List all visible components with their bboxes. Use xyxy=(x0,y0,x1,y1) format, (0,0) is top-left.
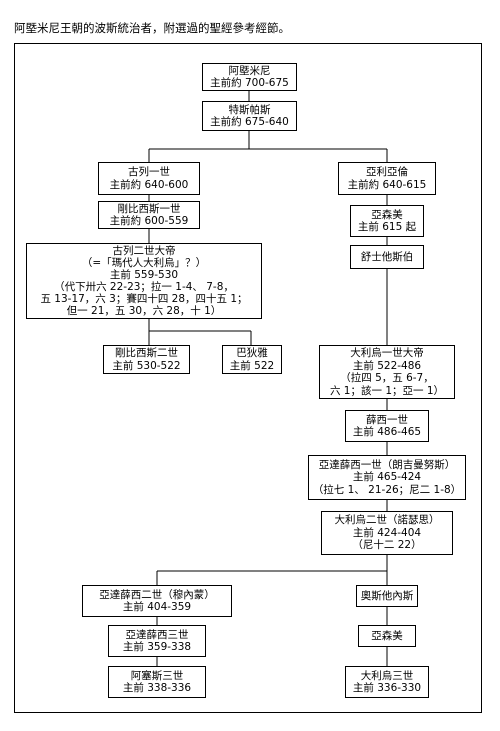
node-darius3-dates: 主前 336-330 xyxy=(352,682,422,694)
node-arses-name: 阿塞斯三世 xyxy=(130,669,184,682)
node-artaxerxes2-name: 亞達薛西二世（穆內蒙） xyxy=(99,588,215,601)
node-arses: 阿塞斯三世 主前 338-336 xyxy=(108,666,206,698)
node-arsames: 亞森美 主前 615 起 xyxy=(350,205,424,237)
node-artaxerxes1-dates: 主前 465-424 xyxy=(352,471,422,484)
node-xerxes1-name: 薛西一世 xyxy=(366,413,408,426)
node-cyrus1-dates: 主前約 640-600 xyxy=(109,178,189,191)
node-hystaspes: 舒士他斯伯 xyxy=(350,245,424,269)
node-darius2-name: 大利烏二世（諾瑟思） xyxy=(334,514,440,527)
node-bardiya: 巴狄雅 主前 522 xyxy=(222,345,282,374)
figure-caption: 阿塈米尼王朝的波斯統治者，附選過的聖經參考經節。 xyxy=(14,21,290,35)
node-darius1-dates: 主前 522-486 xyxy=(352,359,422,372)
node-cyrus1: 古列一世 主前約 640-600 xyxy=(98,162,200,195)
node-darius1-refs-2: 六 1；該一 1；亞一 1） xyxy=(329,384,445,397)
node-teispes: 特斯帕斯 主前約 675-640 xyxy=(202,101,297,131)
node-achaemenes-dates: 主前約 700-675 xyxy=(210,77,289,89)
node-ostanes-name: 奧斯他內斯 xyxy=(360,589,414,602)
node-cyrus2-alias: （=「瑪代人大利烏」？） xyxy=(81,257,207,269)
node-arsames2-name: 亞森美 xyxy=(371,629,403,642)
node-artaxerxes1-name: 亞達薛西一世（朗吉曼努斯） xyxy=(318,458,456,471)
node-ariaramnes: 亞利亞倫 主前約 640-615 xyxy=(338,162,436,195)
node-ariaramnes-name: 亞利亞倫 xyxy=(366,166,408,178)
node-cambyses1-dates: 主前約 600-559 xyxy=(109,215,189,227)
node-darius2: 大利烏二世（諾瑟思） 主前 424-404 （尼十二 22） xyxy=(321,511,453,555)
node-arses-dates: 主前 338-336 xyxy=(122,682,192,694)
node-teispes-name: 特斯帕斯 xyxy=(228,103,271,116)
node-achaemenes: 阿塈米尼 主前約 700-675 xyxy=(202,63,297,91)
node-ariaramnes-dates: 主前約 640-615 xyxy=(347,178,427,191)
edge-cyrus2-children xyxy=(148,319,252,345)
node-artaxerxes1-refs: （拉七 1、 21-26；尼二 1-8） xyxy=(312,483,462,496)
node-cyrus2-refs-1: （代下卅六 22-23；拉一 1-4、 7-8， xyxy=(54,281,234,293)
node-artaxerxes1: 亞達薛西一世（朗吉曼努斯） 主前 465-424 （拉七 1、 21-26；尼二… xyxy=(308,455,466,500)
node-arsames-dates: 主前 615 起 xyxy=(357,221,417,233)
edge-darius2-split xyxy=(156,555,388,585)
node-darius1: 大利烏一世大帝 主前 522-486 （拉四 5，五 6-7， 六 1；該一 1… xyxy=(319,345,455,399)
node-darius1-name: 大利烏一世大帝 xyxy=(350,347,424,359)
node-achaemenes-name: 阿塈米尼 xyxy=(228,64,271,77)
node-darius2-refs: （尼十二 22） xyxy=(352,539,422,552)
node-bardiya-name: 巴狄雅 xyxy=(236,347,268,359)
node-cambyses2-dates: 主前 530-522 xyxy=(112,359,181,372)
node-xerxes1: 薛西一世 主前 486-465 xyxy=(345,410,429,442)
node-cyrus2: 古列二世大帝 （=「瑪代人大利烏」？） 主前 559-530 （代下卅六 22-… xyxy=(26,243,262,319)
node-cyrus2-refs-2: 五 13-17，六 3；賽四十四 28，四十五 1； xyxy=(40,293,248,305)
node-ostanes: 奧斯他內斯 xyxy=(356,585,418,607)
node-artaxerxes2-dates: 主前 404-359 xyxy=(122,601,192,613)
node-artaxerxes3: 亞達薛西三世 主前 359-338 xyxy=(108,625,206,657)
node-artaxerxes3-name: 亞達薛西三世 xyxy=(125,628,189,641)
node-cambyses1-name: 剛比西斯一世 xyxy=(117,202,181,215)
node-artaxerxes2: 亞達薛西二世（穆內蒙） 主前 404-359 xyxy=(82,585,232,617)
node-cambyses2-name: 剛比西斯二世 xyxy=(115,347,178,359)
node-cambyses1: 剛比西斯一世 主前約 600-559 xyxy=(98,201,200,229)
node-teispes-dates: 主前約 675-640 xyxy=(210,116,289,128)
node-hystaspes-name: 舒士他斯伯 xyxy=(360,250,414,263)
node-darius3: 大利烏三世 主前 336-330 xyxy=(345,666,429,698)
diagram-frame xyxy=(14,43,482,713)
node-cyrus2-refs-3: 但一 21，五 30，六 28，十 1） xyxy=(66,305,222,317)
edge-teispes-split xyxy=(148,131,388,162)
node-darius1-refs-1: （拉四 5，五 6-7， xyxy=(340,372,434,384)
node-arsames2: 亞森美 xyxy=(358,625,416,647)
node-darius3-name: 大利烏三世 xyxy=(360,669,414,682)
node-cambyses2: 剛比西斯二世 主前 530-522 xyxy=(103,345,190,374)
node-cyrus2-name: 古列二世大帝 xyxy=(112,245,176,257)
node-darius2-dates: 主前 424-404 xyxy=(352,526,422,539)
node-arsames-name: 亞森美 xyxy=(371,208,403,221)
node-artaxerxes3-dates: 主前 359-338 xyxy=(122,641,192,653)
node-xerxes1-dates: 主前 486-465 xyxy=(352,426,422,438)
node-bardiya-dates: 主前 522 xyxy=(229,359,275,372)
node-cyrus2-dates: 主前 559-530 xyxy=(109,269,179,281)
node-cyrus1-name: 古列一世 xyxy=(128,166,170,178)
